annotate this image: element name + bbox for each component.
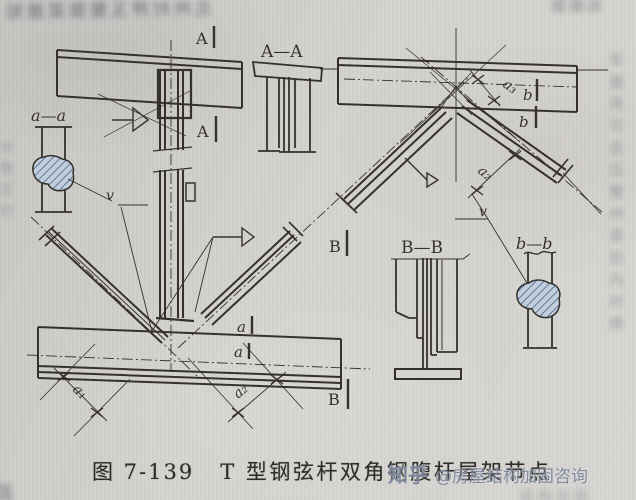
figure-caption: 图 7-139 T 型钢弦杆双角钢腹杆屋架节点 <box>92 456 551 486</box>
cut-mark-B-top: B <box>329 237 341 256</box>
section-a-a-detail <box>32 126 153 333</box>
cut-mark-B-bottom: B <box>328 390 340 409</box>
section-label-aa: a—a <box>31 106 66 125</box>
cut-mark-a-top: a <box>237 318 246 336</box>
section-label-BB: B—B <box>401 238 443 258</box>
cut-mark-b-bottom: b <box>519 113 529 131</box>
cut-mark-A-top: A <box>195 29 208 48</box>
cut-mark-a-bottom: a <box>234 343 243 361</box>
weld-blob-bb <box>516 279 561 319</box>
section-A-A-detail <box>251 61 323 153</box>
figure-title: T 型钢弦杆双角钢腹杆屋架节点 <box>220 460 552 484</box>
drawing-labels: A A A—A a—a a₃ b b a₂ v v B—B b—b B B a … <box>31 29 552 409</box>
dim-label-a2-bottom: a₂ <box>230 381 251 402</box>
weld-flag-left <box>112 106 150 133</box>
upper-right-dimensions <box>455 69 539 289</box>
weld-flag-right <box>404 157 440 189</box>
weld-label-v-right: v <box>479 204 487 220</box>
watermark-brand: 知乎 <box>388 463 428 487</box>
bottom-chord-joint-elevation <box>37 221 342 437</box>
section-b-b-detail <box>516 250 561 349</box>
section-label-AA: A—A <box>260 42 303 62</box>
weld-blob-aa <box>32 154 75 192</box>
dim-label-a2-top: a₂ <box>474 163 495 184</box>
section-label-bb: b—b <box>516 234 552 253</box>
figure-number: 图 7-139 <box>92 460 195 484</box>
weld-flag-center <box>213 226 256 248</box>
watermark-account: @房屋结构加固咨询 <box>435 467 588 487</box>
watermark: 知乎 @房屋结构加固咨询 <box>388 459 588 488</box>
weld-label-v-left: v <box>106 188 114 204</box>
upper-right-joint-elevation <box>320 28 608 215</box>
centerlines <box>26 40 603 377</box>
dim-label-a1: a₁ <box>69 382 90 403</box>
section-cut-strokes <box>212 26 350 409</box>
cut-mark-b-top: b <box>523 86 533 104</box>
upper-chord-joint-elevation <box>56 49 243 323</box>
cut-mark-A-bottom: A <box>196 122 209 141</box>
dim-label-a3: a₃ <box>500 76 521 97</box>
section-B-B-detail <box>391 253 471 380</box>
